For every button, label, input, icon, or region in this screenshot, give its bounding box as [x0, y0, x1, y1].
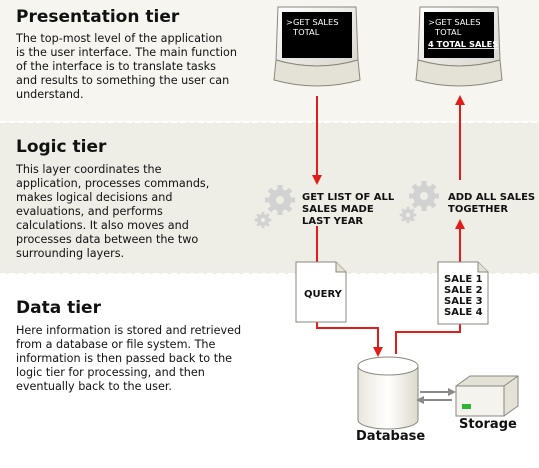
storage-label: Storage	[459, 417, 517, 432]
monitor-left: >GET SALES TOTAL	[273, 6, 361, 87]
gear-icon	[409, 181, 439, 211]
logic-desc-line: application, processes commands,	[16, 177, 209, 190]
presentation-desc-line: is the user interface. The main function	[16, 46, 237, 59]
sales-document: SALE 1 SALE 2 SALE 3 SALE 4	[437, 261, 489, 325]
logic-tier-description: This layer coordinates the application, …	[15, 163, 213, 260]
monitor-left-line: TOTAL	[292, 27, 320, 37]
data-tier-description: Here information is stored and retrieved…	[16, 324, 245, 393]
gear-icon	[399, 206, 417, 224]
monitor-left-screen	[282, 12, 352, 58]
svg-text:SALE 1 SALE 2 SALE: SALE 1 SALE 2 SALE 3 SALE 4	[444, 274, 486, 318]
logic-label-right: ADD ALL SALES TOGETHER	[448, 192, 539, 215]
data-tier-title: Data tier	[16, 298, 102, 318]
data-desc-line: information is then passed back to the	[16, 352, 232, 365]
logic-desc-line: calculations. It also moves and	[16, 219, 189, 232]
monitor-right-line: >GET SALES	[428, 17, 481, 27]
logic-label-left-line: GET LIST OF ALL	[302, 192, 395, 203]
data-desc-line: from a database or file system. The	[16, 338, 216, 351]
monitor-right: >GET SALES TOTAL 4 TOTAL SALES	[415, 6, 503, 87]
flow-arrow-query-to-database	[316, 322, 383, 357]
logic-label-right-line: ADD ALL SALES	[448, 192, 535, 203]
logic-label-left: GET LIST OF ALL SALES MADE LAST YEAR	[302, 192, 398, 227]
presentation-desc-line: and results to something the user can	[16, 74, 229, 87]
gear-icon	[265, 185, 295, 215]
presentation-tier-description: The top-most level of the application is…	[15, 32, 241, 101]
data-desc-line: logic tier for processing, and then	[16, 366, 205, 379]
query-document-label: QUERY	[304, 289, 343, 300]
logic-tier-title: Logic tier	[16, 137, 107, 157]
logic-label-right-line: TOGETHER	[448, 204, 508, 215]
database-label: Database	[356, 429, 425, 444]
data-desc-line: Here information is stored and retrieved	[16, 324, 241, 337]
gear-icon	[254, 211, 272, 229]
query-document: QUERY	[295, 261, 347, 323]
monitor-right-screen	[424, 12, 494, 58]
database-icon	[357, 356, 419, 430]
monitor-left-line: >GET SALES	[286, 17, 339, 27]
storage-icon	[455, 375, 519, 417]
logic-desc-line: evaluations, and performs	[16, 205, 163, 218]
logic-label-left-line: SALES MADE	[302, 204, 374, 215]
presentation-desc-line: understand.	[16, 88, 84, 101]
monitor-right-line: TOTAL	[434, 27, 462, 37]
storage-led	[462, 404, 471, 409]
data-desc-line: eventually back to the user.	[16, 380, 172, 393]
monitor-right-result: 4 TOTAL SALES	[428, 39, 498, 49]
presentation-desc-line: of the interface is to translate tasks	[16, 60, 216, 73]
logic-desc-line: This layer coordinates the	[15, 163, 162, 176]
sales-document-line: SALE 2	[444, 285, 483, 296]
logic-label-left-line: LAST YEAR	[302, 216, 363, 227]
sales-document-line: SALE 4	[444, 307, 483, 318]
logic-desc-line: surrounding layers.	[16, 247, 124, 260]
sales-document-line: SALE 3	[444, 296, 483, 307]
logic-desc-line: makes logical decisions and	[16, 191, 172, 204]
svg-text:>GET SALES TOTAL: >GET SALES TOTAL	[286, 17, 341, 37]
sales-document-line: SALE 1	[444, 274, 483, 285]
svg-text:>GET SALES TOTAL: >GET SALES TOTAL	[428, 17, 483, 37]
presentation-desc-line: The top-most level of the application	[15, 32, 222, 45]
presentation-tier-title: Presentation tier	[16, 7, 180, 27]
logic-desc-line: processes data between the two	[16, 233, 198, 246]
flow-arrow-database-to-sales	[395, 324, 461, 354]
